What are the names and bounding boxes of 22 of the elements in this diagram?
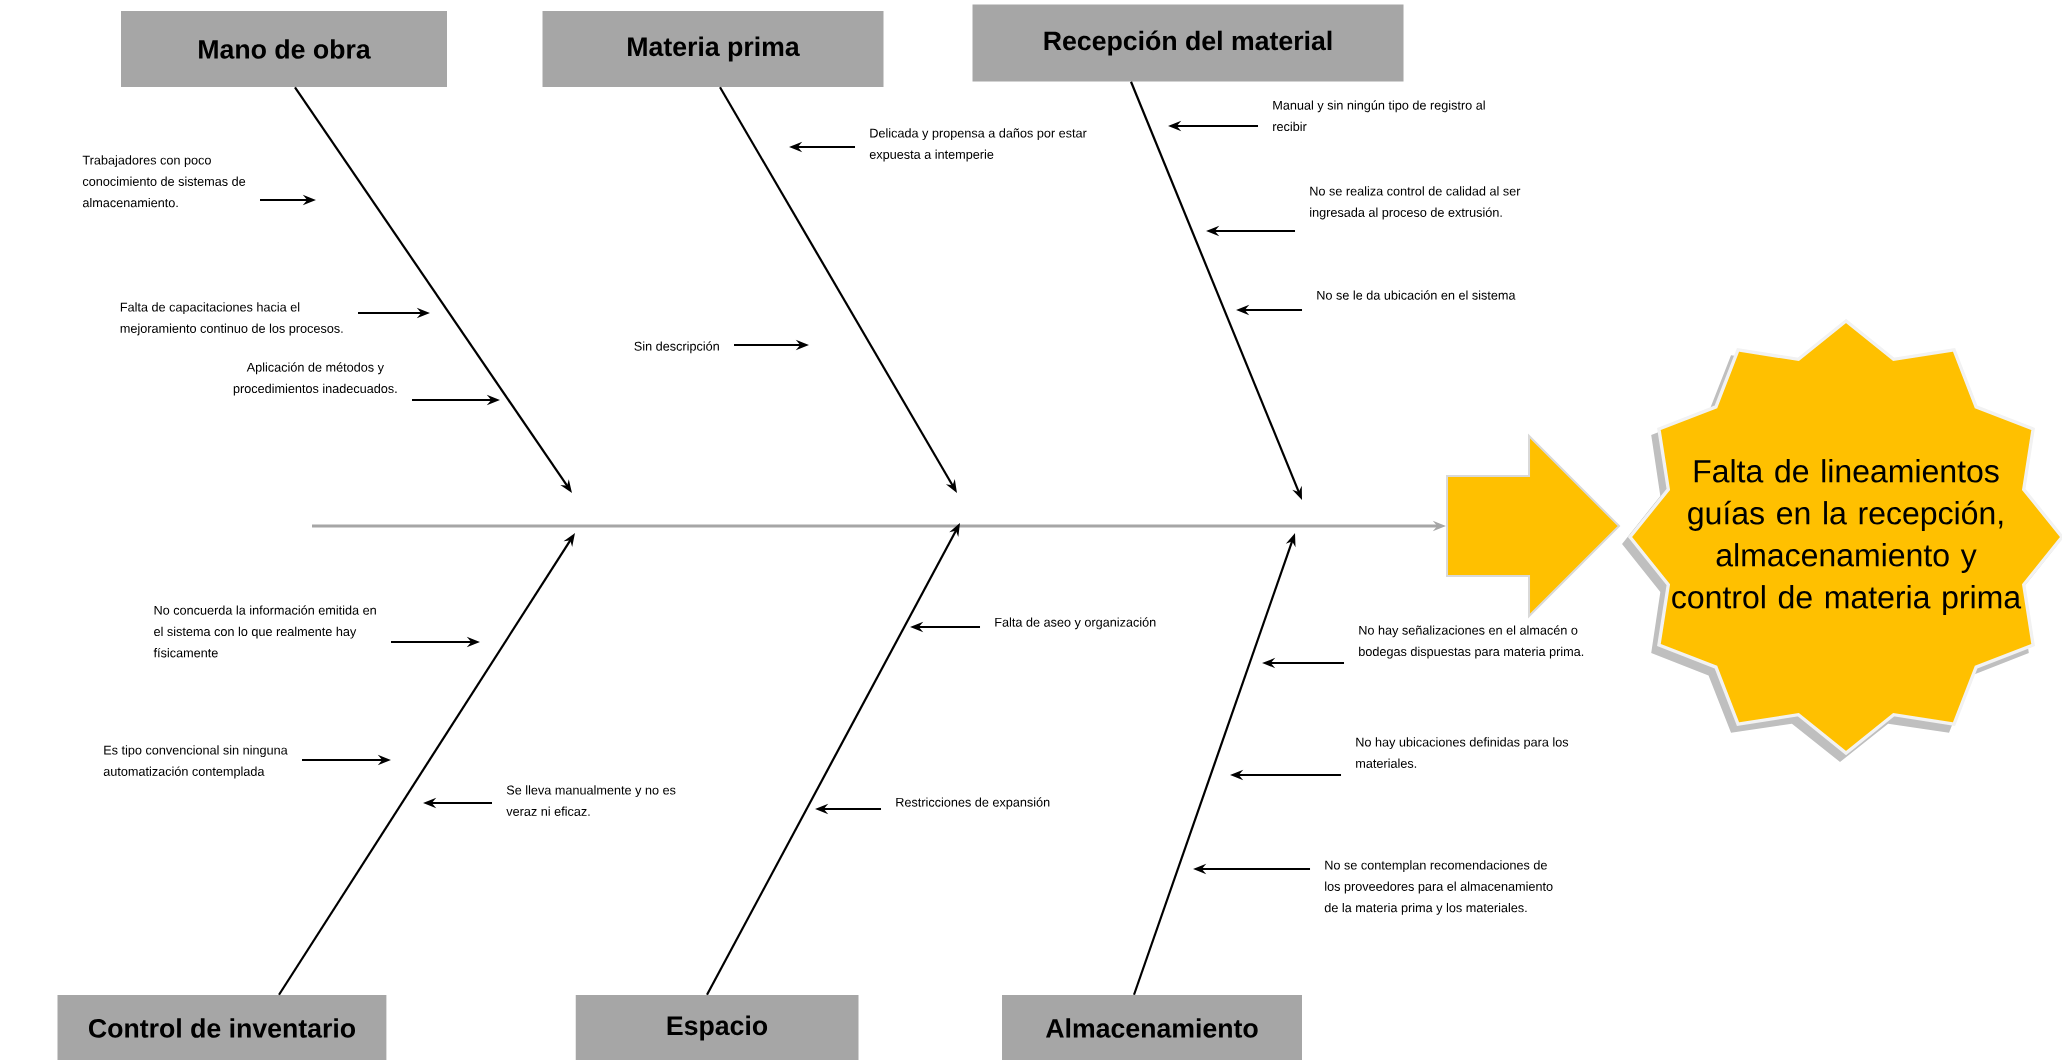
cause-text: Restricciones de expansión xyxy=(896,797,1050,810)
cause-text: Manual y sin ningún tipo de registro al recibir xyxy=(1273,100,1485,132)
cause-text: No se contemplan recomendaciones de los proveedores para el almacenamiento de la materia prima y los materiales. xyxy=(1324,860,1553,915)
cause-text: Aplicación de métodos y procedimientos inadecuados. xyxy=(233,362,397,396)
category-box: Recepción del material xyxy=(972,4,1404,82)
cause-text: No se le da ubicación en el sistema xyxy=(1317,290,1516,300)
category-box: Materia prima xyxy=(542,11,884,87)
cause-text: Falta de aseo y organización xyxy=(995,617,1156,630)
cause-text: No hay ubicaciones definidas para los materiales. xyxy=(1356,737,1569,768)
category-box: Mano de obra xyxy=(121,11,447,87)
cause-text: No hay señalizaciones en el almacén o bodegas dispuestas para materia prima. xyxy=(1359,625,1584,659)
category-box: Almacenamiento xyxy=(1002,995,1302,1060)
cause-text: Se lleva manualmente y no es veraz ni eficaz. xyxy=(506,785,676,816)
category-box: Control de inventario xyxy=(57,995,387,1060)
cause-text: Trabajadores con poco conocimiento de sistemas de almacenamiento. xyxy=(82,155,246,208)
cause-text: No se realiza control de calidad al ser ingresada al proceso de extrusión. xyxy=(1310,186,1521,220)
cause-text: Delicada y propensa a daños por estar expuesta a intemperie xyxy=(869,128,1087,162)
cause-text: Sin descripción xyxy=(634,341,719,354)
cause-text: Es tipo convencional sin ninguna automatización contemplada xyxy=(103,745,288,779)
cause-text: No concuerda la información emitida en el sistema con lo que realmente hay físicamente xyxy=(153,605,376,658)
cause-text: Falta de capacitaciones hacia el mejoramiento continuo de los procesos. xyxy=(120,302,343,336)
category-box: Espacio xyxy=(575,995,859,1060)
